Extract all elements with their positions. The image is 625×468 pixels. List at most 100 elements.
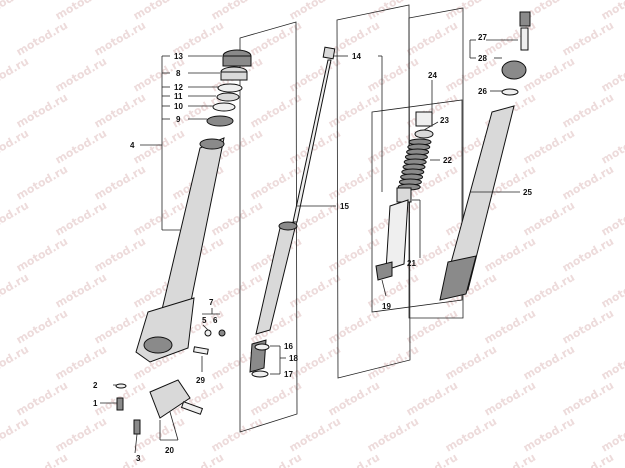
watermark-text: motod.ru (560, 91, 616, 131)
frame-inner-parts (336, 4, 411, 379)
part-25-tube (441, 105, 515, 297)
part-21-spacer (385, 199, 409, 271)
watermark-text: motod.ru (0, 343, 31, 383)
watermark-text: motod.ru (92, 235, 148, 275)
watermark-text: motod.ru (0, 415, 31, 455)
watermark-text: motod.ru (53, 127, 109, 167)
watermark-text: motod.ru (0, 271, 31, 311)
watermark-text: motod.ru (0, 0, 31, 23)
part-14-cap (322, 46, 336, 60)
watermark-text: motod.ru (14, 451, 70, 468)
callout-18: 18 (289, 354, 298, 363)
watermark-text: motod.ru (0, 55, 31, 95)
watermark-text: motod.ru (287, 55, 343, 95)
part-5-screw (204, 329, 212, 337)
watermark-text: motod.ru (599, 415, 625, 455)
watermark-text: motod.ru (560, 379, 616, 419)
callout-6: 6 (213, 316, 218, 325)
outer-slider (135, 137, 225, 363)
callout-1: 1 (93, 399, 98, 408)
callout-17: 17 (284, 370, 293, 379)
part-22-spring (397, 138, 432, 191)
watermark-text: motod.ru (14, 307, 70, 347)
part-21-seat (396, 187, 412, 203)
watermark-text: motod.ru (365, 55, 421, 95)
callout-27: 27 (478, 33, 487, 42)
watermark-text: motod.ru (482, 379, 538, 419)
callout-26: 26 (478, 87, 487, 96)
watermark-text: motod.ru (365, 415, 421, 455)
group-frames (239, 4, 464, 433)
watermark-text: motod.ru (365, 343, 421, 383)
watermark-text: motod.ru (326, 379, 382, 419)
callout-16: 16 (284, 342, 293, 351)
part-16-ring (254, 343, 270, 351)
watermark-text: motod.ru (404, 19, 460, 59)
part-13-body (222, 55, 252, 67)
watermark-text: motod.ru (287, 415, 343, 455)
watermark-text: motod.ru (443, 343, 499, 383)
watermark-text: motod.ru (14, 379, 70, 419)
part-11-shape (216, 92, 240, 102)
top-stack (206, 49, 252, 127)
callout-labels: 13 8 12 11 10 9 4 14 15 16 18 17 2 1 3 2… (93, 33, 532, 463)
watermark-text: motod.ru (53, 415, 109, 455)
callout-11: 11 (174, 92, 183, 101)
callout-3: 3 (136, 454, 141, 463)
part-10-shape (212, 102, 236, 112)
watermark-text: motod.ru (209, 271, 265, 311)
watermark-text: motod.ru (482, 235, 538, 275)
watermark-text: motod.ru (248, 163, 304, 203)
watermark-text: motod.ru (521, 415, 577, 455)
part-20-pin (180, 401, 204, 415)
watermark-text: motod.ru (599, 55, 625, 95)
watermark-text: motod.ru (209, 199, 265, 239)
callout-29: 29 (196, 376, 205, 385)
watermark-text: motod.ru (443, 55, 499, 95)
watermark-text: motod.ru (326, 91, 382, 131)
watermark-text: motod.ru (599, 343, 625, 383)
part-23-washer (414, 129, 434, 139)
watermark-text: motod.ru (326, 307, 382, 347)
axle-boss (143, 336, 173, 354)
callout-20: 20 (165, 446, 174, 455)
part-27-bolt (519, 11, 531, 27)
watermark-text: motod.ru (14, 91, 70, 131)
watermark-text: motod.ru (248, 91, 304, 131)
rod-piston (278, 221, 298, 231)
damper-rod (249, 46, 336, 378)
part-20-clamp (149, 379, 191, 419)
callout-14: 14 (352, 52, 361, 61)
callout-25: 25 (523, 188, 532, 197)
callout-2: 2 (93, 381, 98, 390)
callout-12: 12 (174, 83, 183, 92)
watermark-text: motod.ru (326, 451, 382, 468)
watermark-text: motod.ru (599, 199, 625, 239)
part-9-shape (206, 115, 234, 127)
watermark-text: motod.ru (248, 451, 304, 468)
watermark-text: motod.ru (365, 271, 421, 311)
spring-parts (375, 111, 434, 281)
part-12-shape (217, 83, 243, 93)
inner-tube (439, 11, 531, 301)
callout-10: 10 (174, 102, 183, 111)
watermark-text: motod.ru (599, 127, 625, 167)
watermark-text: motod.ru (326, 235, 382, 275)
watermark-text: motod.ru (521, 343, 577, 383)
part-1-bolt (116, 397, 124, 411)
callout-7: 7 (209, 298, 214, 307)
small-hardware (115, 329, 226, 435)
watermark-text: motod.ru (209, 415, 265, 455)
watermark-text: motod.ru (170, 451, 226, 468)
watermark-text: motod.ru (404, 379, 460, 419)
part-8-body (220, 71, 248, 81)
watermark-text: motod.ru (14, 163, 70, 203)
watermark-text: motod.ru (53, 199, 109, 239)
part-17-ring (251, 370, 269, 378)
callout-21: 21 (407, 259, 416, 268)
leader-lines (100, 39, 520, 454)
frame-inner-tube (408, 7, 464, 319)
watermark-text: motod.ru (0, 127, 31, 167)
